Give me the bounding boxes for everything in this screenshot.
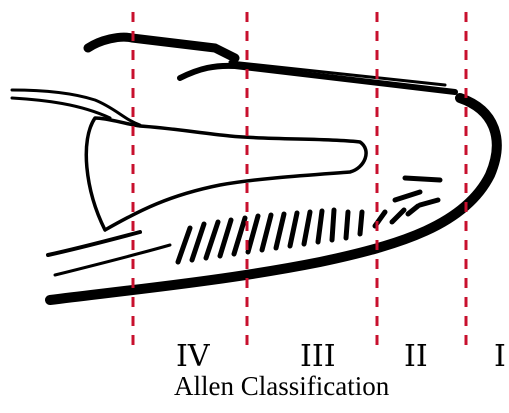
- nail-bed-hatching: [178, 178, 440, 262]
- fingertip-outline: [50, 98, 497, 300]
- zone-label: I: [494, 342, 506, 372]
- nail-fold-outline: [88, 37, 235, 58]
- zone-label: III: [300, 342, 336, 372]
- zone-label: II: [404, 342, 428, 372]
- finger-lower-edge: [48, 232, 140, 255]
- nail-plate-inner-line: [230, 62, 445, 85]
- diagram-caption: Allen Classification: [174, 373, 389, 400]
- nail-plate-outline: [180, 66, 455, 92]
- zone-label: IV: [176, 342, 210, 372]
